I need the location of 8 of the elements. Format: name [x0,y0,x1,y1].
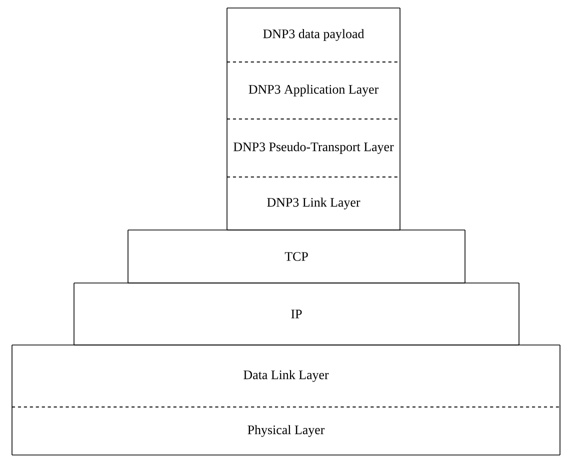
layer-box: DNP3 Pseudo-Transport Layer [226,118,400,178]
layer-box: Physical Layer [12,406,560,456]
layer-box: TCP [128,230,466,284]
layer-box: DNP3 data payload [226,8,400,62]
layer-box: DNP3 Link Layer [226,176,400,230]
layer-box: Data Link Layer [12,344,560,408]
layer-box: IP [74,282,520,346]
layer-box: DNP3 Application Layer [226,62,400,120]
